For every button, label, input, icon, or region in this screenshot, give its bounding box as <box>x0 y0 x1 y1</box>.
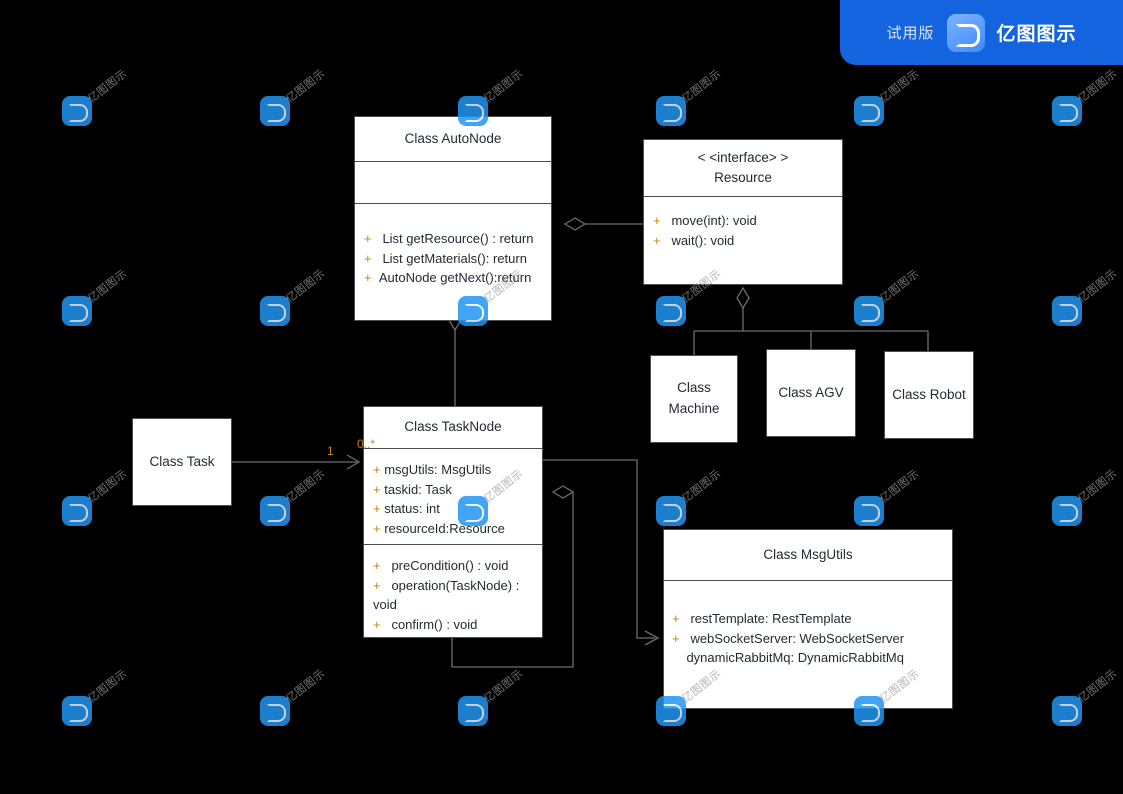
class-stereotype-resource: < <interface> > <box>697 149 789 165</box>
member-row: + restTemplate: RestTemplate <box>672 609 952 629</box>
visibility-marker: + <box>364 270 372 285</box>
class-methods-tasknode: + preCondition() : void + operation(Task… <box>364 544 542 639</box>
class-attributes-autonode <box>355 161 551 203</box>
member-row: + AutoNode getNext():return <box>364 268 551 288</box>
class-methods-resource: + move(int): void + wait(): void <box>644 196 842 285</box>
class-title-tasknode: Class TaskNode <box>404 419 502 435</box>
member-row: + move(int): void <box>653 211 842 231</box>
multiplicity-task: 1 <box>327 444 334 458</box>
class-title-resource: < <interface> > Resource <box>644 140 842 196</box>
member-row: + List getMaterials(): return <box>364 249 551 269</box>
class-box-msgutils[interactable]: Class MsgUtils + restTemplate: RestTempl… <box>663 529 953 709</box>
member-text: msgUtils: MsgUtils <box>384 462 492 477</box>
member-row: + operation(TaskNode) : void <box>373 576 542 615</box>
member-text: confirm() : void <box>391 616 478 632</box>
arrow-tasknode-msgutils <box>644 630 660 646</box>
member-text: List getMaterials(): return <box>382 250 527 266</box>
class-box-tasknode[interactable]: Class TaskNode + msgUtils: MsgUtils + ta… <box>363 406 543 638</box>
member-text: resourceId:Resource <box>384 520 505 536</box>
member-text: dynamicRabbitMq: DynamicRabbitMq <box>686 650 904 665</box>
visibility-marker: + <box>373 558 381 573</box>
member-text: wait(): void <box>671 232 735 248</box>
edraw-logo-icon <box>946 13 985 52</box>
diamond-tasknode-self <box>551 485 575 499</box>
visibility-marker: + <box>373 481 381 497</box>
member-row: + taskid: Task <box>373 480 542 500</box>
member-text: webSocketServer: WebSocketServer <box>690 630 905 646</box>
class-methods-autonode: + List getResource() : return + List get… <box>355 203 551 320</box>
trial-banner: 试用版 亿图图示 <box>840 0 1123 65</box>
visibility-marker: + <box>672 611 680 626</box>
member-text: preCondition() : void <box>391 558 509 573</box>
class-box-robot[interactable]: Class Robot <box>884 351 974 439</box>
member-row: dynamicRabbitMq: DynamicRabbitMq <box>672 648 952 668</box>
edge-tasknode-msgutils <box>543 459 655 639</box>
member-text: AutoNode getNext():return <box>378 270 532 285</box>
diamond-resource-tree <box>736 286 750 310</box>
diamond-autonode-resource <box>563 217 587 231</box>
class-attributes-tasknode: + msgUtils: MsgUtils + taskid: Task + st… <box>364 448 542 544</box>
visibility-marker: + <box>364 231 372 246</box>
edge-tasknode-self <box>451 492 574 668</box>
class-box-resource[interactable]: < <interface> > Resource + move(int): vo… <box>643 139 843 285</box>
member-text: taskid: Task <box>384 481 452 497</box>
visibility-marker: + <box>672 630 680 646</box>
class-name-resource: Resource <box>714 170 772 185</box>
visibility-marker: + <box>373 520 381 536</box>
member-text: restTemplate: RestTemplate <box>690 611 852 626</box>
class-box-machine[interactable]: Class Machine <box>650 355 738 443</box>
visibility-marker: + <box>653 213 661 228</box>
visibility-marker: + <box>364 250 372 266</box>
member-row: + List getResource() : return <box>364 229 551 249</box>
member-text: List getResource() : return <box>382 231 534 246</box>
member-text: operation(TaskNode) : void <box>373 577 523 613</box>
class-box-task[interactable]: Class Task <box>132 418 232 506</box>
member-row: + wait(): void <box>653 231 842 251</box>
visibility-marker: + <box>373 462 381 477</box>
arrow-task-tasknode <box>346 454 361 470</box>
member-row: + confirm() : void <box>373 615 542 635</box>
member-row: + msgUtils: MsgUtils <box>373 460 542 480</box>
visibility-marker: + <box>373 577 381 593</box>
visibility-marker: + <box>373 616 381 632</box>
class-title-msgutils: Class MsgUtils <box>763 546 853 562</box>
product-name: 亿图图示 <box>996 23 1077 45</box>
member-text: status: int <box>384 501 440 516</box>
member-row: + status: int <box>373 499 542 519</box>
class-box-autonode[interactable]: Class AutoNode + List getResource() : re… <box>354 116 552 321</box>
class-attributes-msgutils: + restTemplate: RestTemplate + webSocket… <box>664 580 952 709</box>
member-text: move(int): void <box>671 213 757 228</box>
class-box-agv[interactable]: Class AGV <box>766 349 856 437</box>
multiplicity-tasknode: 0..* <box>357 437 376 451</box>
visibility-marker: + <box>653 232 661 248</box>
member-row: + resourceId:Resource <box>373 519 542 539</box>
member-row: + preCondition() : void <box>373 556 542 576</box>
class-title-autonode: Class AutoNode <box>404 130 502 146</box>
trial-label: 试用版 <box>886 24 935 42</box>
visibility-marker: + <box>373 501 381 516</box>
member-row: + webSocketServer: WebSocketServer <box>672 629 952 649</box>
